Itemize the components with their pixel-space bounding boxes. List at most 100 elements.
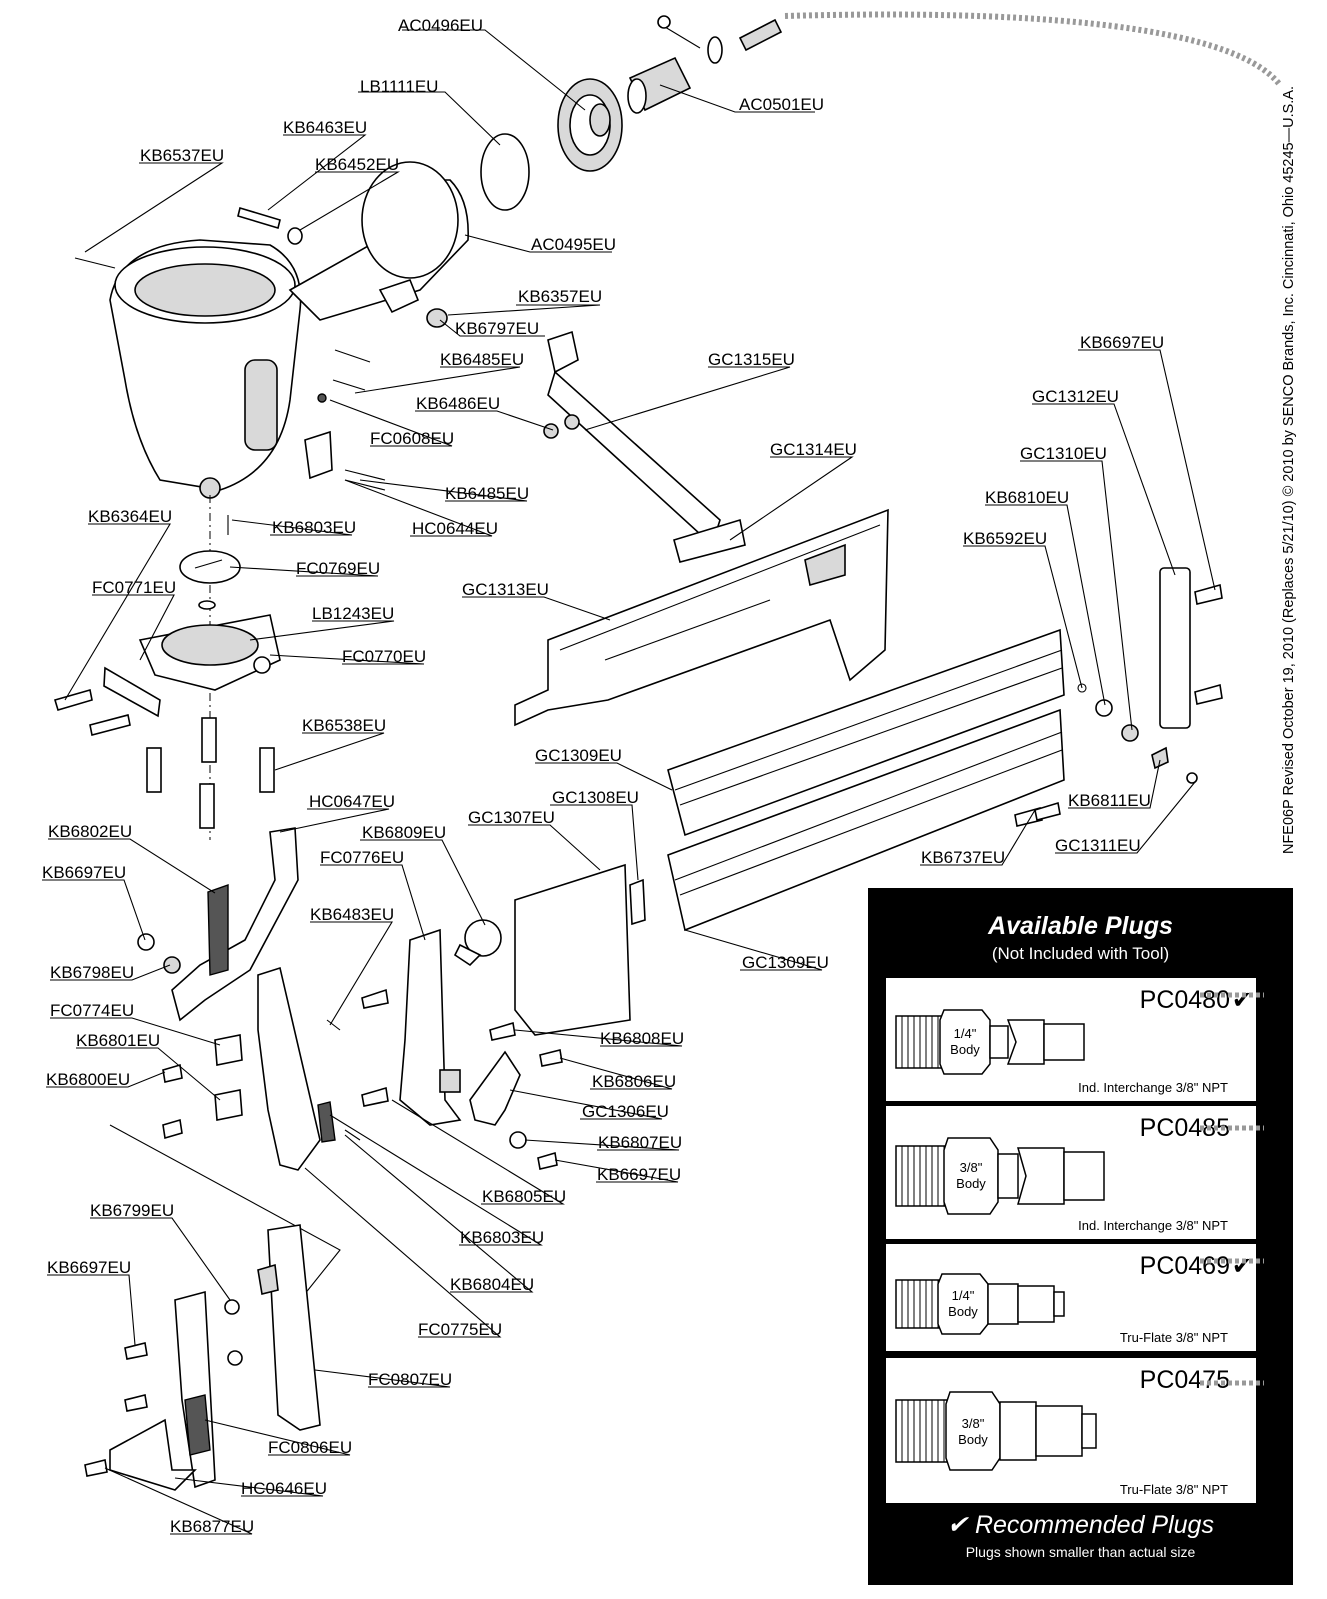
label-KB6806EU: KB6806EU (592, 1072, 676, 1091)
label-GC1307EU: GC1307EU (468, 808, 555, 827)
label-KB6803EU-a: KB6803EU (272, 518, 356, 537)
label-GC1306EU: GC1306EU (582, 1102, 669, 1121)
plug-body-size: 3/8" (960, 1160, 983, 1175)
plug-body-size: 1/4" (954, 1026, 977, 1041)
driver-guide-assembly (361, 863, 646, 1170)
recommended-plugs-heading: ✔ Recommended Plugs (868, 1510, 1293, 1540)
label-AC0496EU: AC0496EU (398, 16, 483, 35)
label-GC1313EU: GC1313EU (462, 580, 549, 599)
revision-note-text: NFE06P Revised October 19, 2010 (Replace… (1281, 85, 1297, 855)
plug-body-label: Body (958, 1432, 988, 1447)
label-KB6483EU: KB6483EU (310, 905, 394, 924)
label-KB6804EU: KB6804EU (450, 1275, 534, 1294)
leader-lines (42, 29, 1216, 1535)
label-GC1315EU: GC1315EU (708, 350, 795, 369)
label-KB6808EU: KB6808EU (600, 1029, 684, 1048)
label-GC1312EU: GC1312EU (1032, 387, 1119, 406)
label-LB1243EU: LB1243EU (312, 604, 394, 623)
magazine-frame (514, 508, 889, 727)
label-KB6697EU-c: KB6697EU (597, 1165, 681, 1184)
plug-card-pc0480: PC0480 ✔ 1/4" Body Ind. Interchange 3/8"… (886, 978, 1256, 1101)
label-GC1314EU: GC1314EU (770, 440, 857, 459)
label-KB6485EU-a: KB6485EU (440, 350, 524, 369)
label-KB6357EU: KB6357EU (518, 287, 602, 306)
label-KB6803EU-b: KB6803EU (460, 1228, 544, 1247)
plug-description: Tru-Flate 3/8" NPT (1119, 1330, 1228, 1345)
label-KB6697EU-a: KB6697EU (1080, 333, 1164, 352)
plug-code: PC0475 (1139, 1366, 1230, 1394)
label-KB6538EU: KB6538EU (302, 716, 386, 735)
label-KB6537EU: KB6537EU (140, 146, 224, 165)
plug-connector-dots (1200, 992, 1264, 1386)
label-FC0807EU: FC0807EU (368, 1370, 452, 1389)
label-KB6800EU: KB6800EU (46, 1070, 130, 1089)
label-FC0608EU: FC0608EU (370, 429, 454, 448)
main-housing (109, 161, 469, 499)
plug-illustration: 1/4" Body (895, 1009, 1085, 1075)
plug-body-label: Body (948, 1304, 978, 1319)
label-KB6807EU: KB6807EU (598, 1133, 682, 1152)
label-KB6485EU-b: KB6485EU (445, 484, 529, 503)
label-KB6799EU: KB6799EU (90, 1201, 174, 1220)
label-FC0769EU: FC0769EU (296, 559, 380, 578)
label-FC0806EU: FC0806EU (268, 1438, 352, 1457)
plug-illustration: 1/4" Body (895, 1273, 1065, 1335)
label-HC0644EU: HC0644EU (412, 519, 498, 538)
plug-description: Ind. Interchange 3/8" NPT (1078, 1080, 1228, 1095)
plug-code: PC0469 (1139, 1252, 1230, 1280)
label-GC1311EU: GC1311EU (1055, 836, 1141, 855)
magazine-rails (667, 628, 1065, 932)
check-mark-icon: ✔ (947, 1511, 968, 1539)
plug-body-size: 3/8" (962, 1416, 985, 1431)
label-KB6810EU: KB6810EU (985, 488, 1069, 507)
plug-card-pc0469: PC0469 ✔ 1/4" Body Tru-Flate 3/8" NPT (886, 1244, 1256, 1351)
housing-fasteners (74, 206, 448, 403)
label-FC0774EU: FC0774EU (50, 1001, 134, 1020)
label-KB6805EU: KB6805EU (482, 1187, 566, 1206)
label-LB1111EU: LB1111EU (360, 77, 438, 96)
label-HC0647EU: HC0647EU (309, 792, 395, 811)
label-FC0776EU: FC0776EU (320, 848, 404, 867)
revision-note: NFE06P Revised October 19, 2010 (Replace… (1277, 45, 1301, 895)
label-KB6802EU: KB6802EU (48, 822, 132, 841)
plug-code: PC0480 (1139, 986, 1230, 1014)
label-HC0646EU: HC0646EU (241, 1479, 327, 1498)
label-KB6697EU-b: KB6697EU (42, 863, 126, 882)
label-AC0495EU: AC0495EU (531, 235, 616, 254)
label-KB6486EU: KB6486EU (416, 394, 500, 413)
plugs-subtitle: (Not Included with Tool) (991, 944, 1170, 963)
label-KB6801EU: KB6801EU (76, 1031, 160, 1050)
label-KB6809EU: KB6809EU (362, 823, 446, 842)
nose-latch-assembly (109, 827, 361, 1301)
plug-illustration: 3/8" Body (895, 1391, 1097, 1471)
label-KB6798EU: KB6798EU (50, 963, 134, 982)
plug-card-pc0475: PC0475 3/8" Body Tru-Flate 3/8" NPT (886, 1358, 1256, 1503)
label-KB6592EU: KB6592EU (963, 529, 1047, 548)
label-GC1309EU-a: GC1309EU (535, 746, 622, 765)
label-KB6877EU: KB6877EU (170, 1517, 254, 1536)
label-KB6364EU: KB6364EU (88, 507, 172, 526)
air-hose-dotted-line (784, 11, 1283, 87)
plugs-size-note: Plugs shown smaller than actual size (965, 1544, 1196, 1560)
label-KB6811EU: KB6811EU (1068, 791, 1151, 810)
plug-description: Ind. Interchange 3/8" NPT (1078, 1218, 1228, 1233)
plug-body-label: Body (950, 1042, 980, 1057)
label-GC1309EU-b: GC1309EU (742, 953, 829, 972)
label-KB6452EU: KB6452EU (315, 155, 399, 174)
plug-illustration: 3/8" Body (895, 1137, 1105, 1215)
exhaust-cap-fitting (480, 15, 783, 211)
plug-description: Tru-Flate 3/8" NPT (1119, 1482, 1228, 1497)
label-FC0771EU: FC0771EU (92, 578, 176, 597)
plug-body-size: 1/4" (952, 1288, 975, 1303)
label-FC0770EU: FC0770EU (342, 647, 426, 666)
label-KB6697EU-d: KB6697EU (47, 1258, 131, 1277)
recommended-plugs-label: Recommended Plugs (974, 1511, 1214, 1539)
magazine-bracket (304, 330, 746, 563)
label-AC0501EU: AC0501EU (739, 95, 824, 114)
label-GC1308EU: GC1308EU (552, 788, 639, 807)
plug-body-label: Body (956, 1176, 986, 1191)
label-KB6463EU: KB6463EU (283, 118, 367, 137)
available-plugs-panel: Available Plugs (Not Included with Tool)… (868, 888, 1293, 1585)
label-GC1310EU: GC1310EU (1020, 444, 1107, 463)
